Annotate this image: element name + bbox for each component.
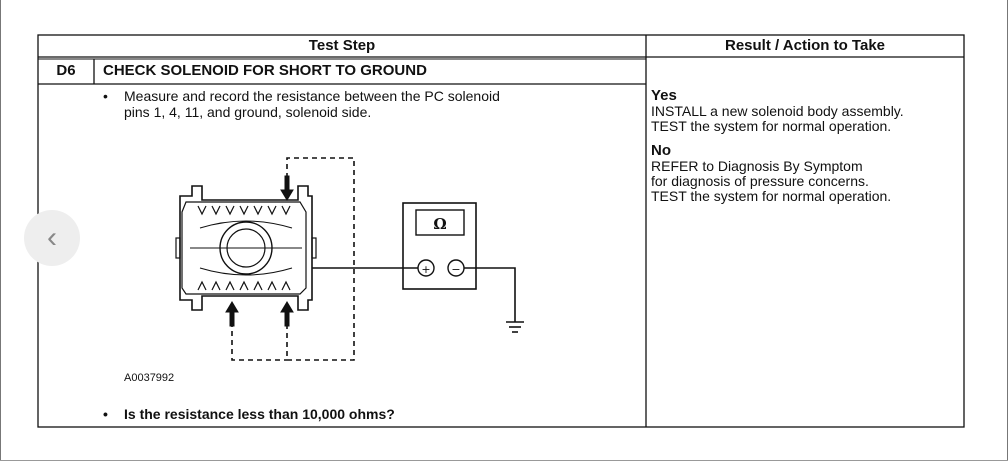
solenoid-body-diagram (175, 185, 317, 311)
instruction-line-2: pins 1, 4, 11, and ground, solenoid side… (124, 104, 372, 120)
ohm-symbol: Ω (433, 215, 446, 233)
previous-page-button[interactable]: ‹ (24, 210, 80, 266)
test-lead-dashed-lines (231, 157, 355, 361)
ohmmeter-diagram (402, 202, 477, 290)
result-no-line-1: REFER to Diagnosis By Symptom (651, 158, 863, 174)
result-no-line-3: TEST the system for normal operation. (651, 188, 892, 204)
solenoid-top-pins (197, 205, 291, 216)
chevron-left-icon: ‹ (47, 221, 57, 254)
solenoid-bottom-pins (197, 280, 291, 291)
question-bullet: • (103, 406, 108, 422)
page-bottom-line (0, 460, 1008, 461)
figure-id: A0037992 (124, 372, 175, 384)
ground-lead (464, 267, 524, 333)
ohmmeter-body (402, 202, 477, 290)
step-title: CHECK SOLENOID FOR SHORT TO GROUND (103, 62, 427, 79)
result-yes-line-2: TEST the system for normal operation. (651, 118, 892, 134)
question-text: Is the resistance less than 10,000 ohms? (124, 406, 395, 422)
probe-arrows (225, 175, 294, 327)
solenoid-right-tab (311, 237, 317, 259)
instruction-text: Measure and record the resistance betwee… (124, 88, 624, 120)
solenoid-outer-outline (179, 185, 313, 311)
instruction-bullet: • (103, 88, 108, 104)
step-id: D6 (56, 62, 76, 79)
header-result-action: Result / Action to Take (724, 37, 886, 54)
result-yes-line-1: INSTALL a new solenoid body assembly. (651, 103, 904, 119)
solenoid-left-tab (175, 237, 181, 259)
negative-symbol: − (451, 263, 460, 276)
solenoid-inner-outline (181, 201, 307, 295)
result-yes-head: Yes (651, 87, 677, 104)
ohmmeter-positive-jack (417, 259, 435, 277)
instruction-line-1: Measure and record the resistance betwee… (124, 88, 500, 104)
result-no-head: No (651, 142, 671, 159)
result-yes: Yes INSTALL a new solenoid body assembly… (651, 88, 963, 134)
positive-symbol: + (421, 263, 430, 276)
solenoid-upper-arc (199, 220, 293, 229)
header-test-step: Test Step (308, 37, 376, 54)
solenoid-lower-arc (199, 267, 293, 276)
result-no: No REFER to Diagnosis By Symptom for dia… (651, 143, 963, 204)
ohmmeter-display (415, 209, 465, 236)
result-no-line-2: for diagnosis of pressure concerns. (651, 173, 869, 189)
